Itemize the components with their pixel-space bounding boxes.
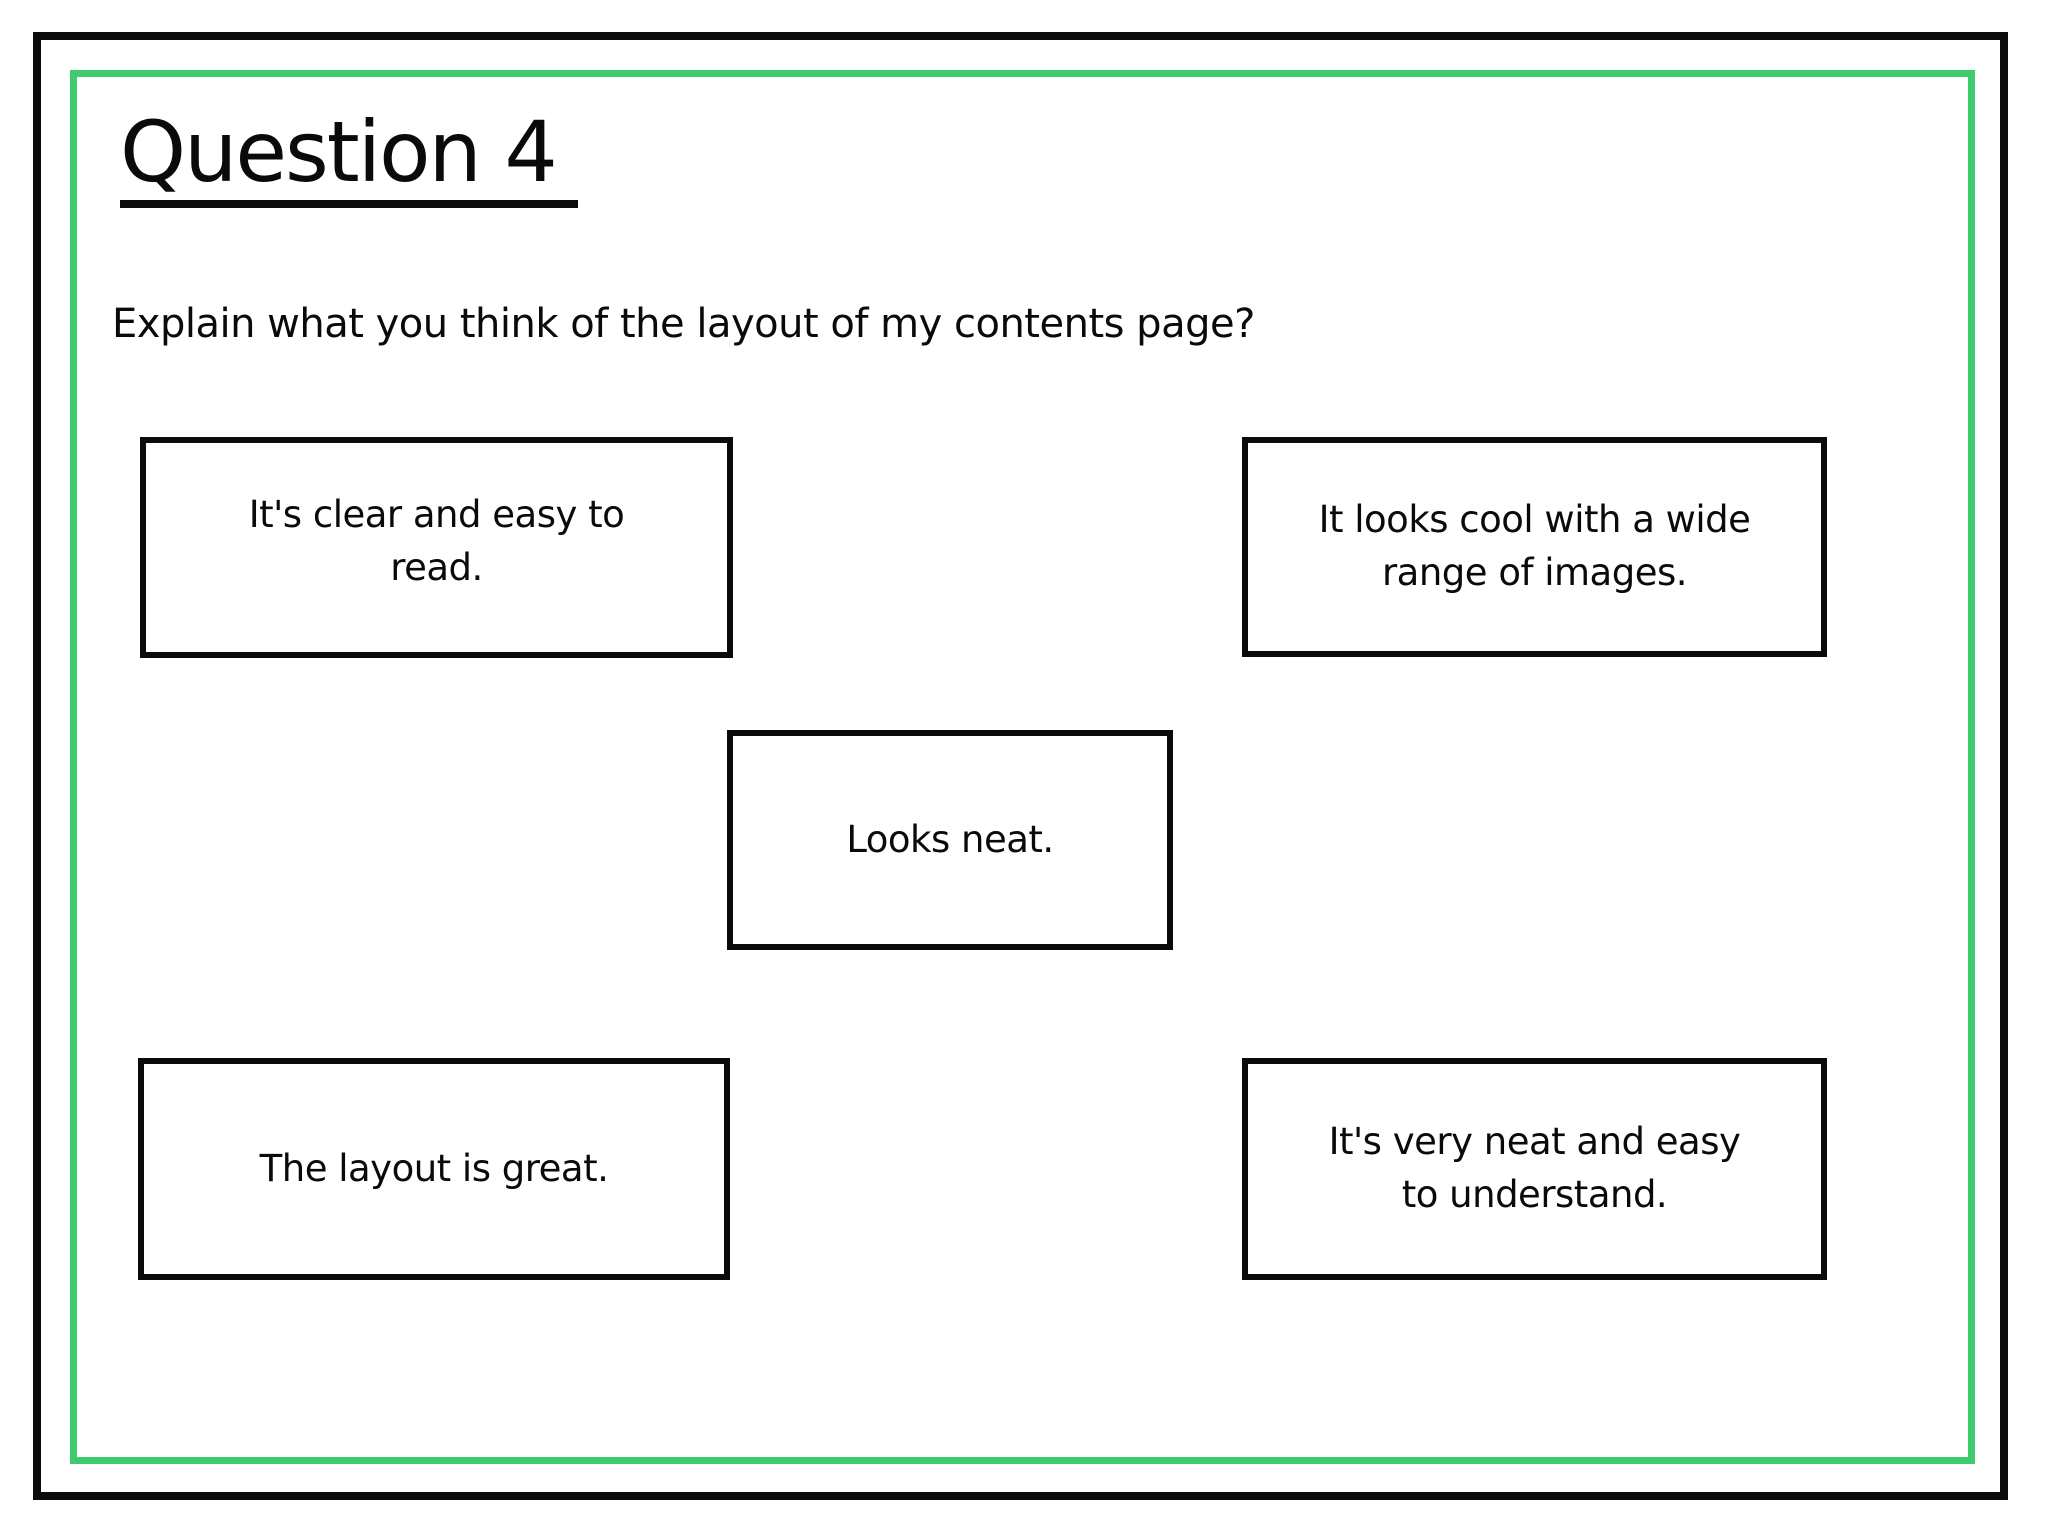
answer-text: The layout is great. [259,1146,609,1190]
answer-text: It looks cool with a wide range of image… [1318,498,1751,594]
answer-box-looks-cool: It looks cool with a wide range of image… [1242,437,1827,657]
outer-black-frame [33,32,2008,1500]
answer-text: It's clear and easy to read. [248,492,625,589]
answer-box-neat-easy-understand: It's very neat and easy to understand. [1242,1058,1827,1280]
answer-text: It's very neat and easy to understand. [1328,1120,1741,1216]
answer-box-clear-and-easy: It's clear and easy to read. [140,437,733,658]
question-text: Explain what you think of the layout of … [112,301,1255,347]
answer-box-looks-neat: Looks neat. [727,730,1173,950]
page-title: Question 4 [120,108,578,209]
page-title-text: Question 4 [120,108,578,209]
answer-box-layout-great: The layout is great. [138,1058,730,1280]
inner-green-frame [70,70,1975,1464]
answer-text: Looks neat. [846,817,1054,861]
